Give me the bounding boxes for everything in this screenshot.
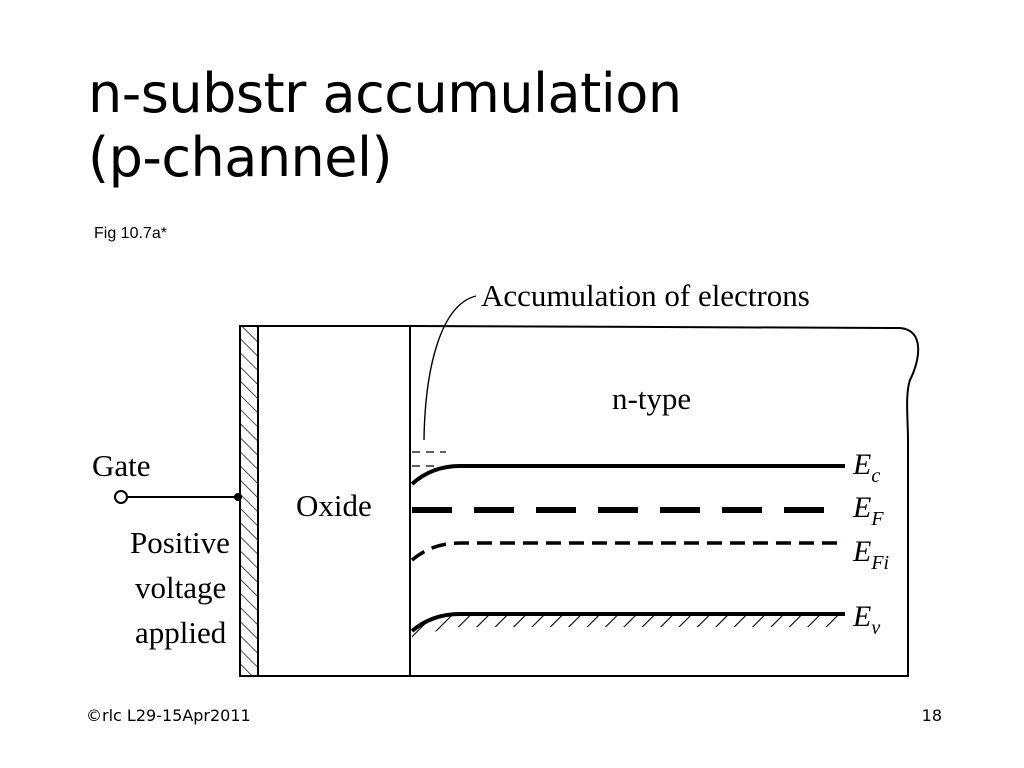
slide-title: n-substr accumulation (p-channel) xyxy=(88,62,682,190)
oxide-layer xyxy=(257,325,411,677)
footer-copyright: ©rlc L29-15Apr2011 xyxy=(86,706,251,725)
annotation-leader xyxy=(423,295,477,441)
band-label-valence: Ev xyxy=(852,600,880,639)
gate-terminal xyxy=(114,490,128,504)
band-line-valence xyxy=(410,612,845,633)
oxide-label: Oxide xyxy=(296,488,372,523)
band-line-conduction xyxy=(410,464,845,486)
title-line-1: n-substr accumulation xyxy=(88,62,682,125)
gate-contact xyxy=(234,493,242,501)
figure-caption: Fig 10.7a* xyxy=(94,225,167,242)
semiconductor-body xyxy=(409,325,920,677)
band-label-fermi: EF xyxy=(852,491,884,530)
band-label-intrinsic: EFi xyxy=(852,535,889,574)
gate-metal xyxy=(239,325,259,677)
valence-hatch xyxy=(412,614,843,645)
page-number: 18 xyxy=(921,706,942,725)
title-line-2: (p-channel) xyxy=(88,126,393,189)
condition-line-1: Positive xyxy=(130,525,230,560)
band-line-intrinsic xyxy=(410,541,845,562)
condition-line-2: voltage xyxy=(135,570,226,605)
semiconductor-label: n-type xyxy=(612,381,691,416)
annotation-label: Accumulation of electrons xyxy=(481,278,810,313)
band-label-conduction: Ec xyxy=(852,448,880,487)
condition-line-3: applied xyxy=(135,615,227,650)
gate-label: Gate xyxy=(92,448,151,483)
